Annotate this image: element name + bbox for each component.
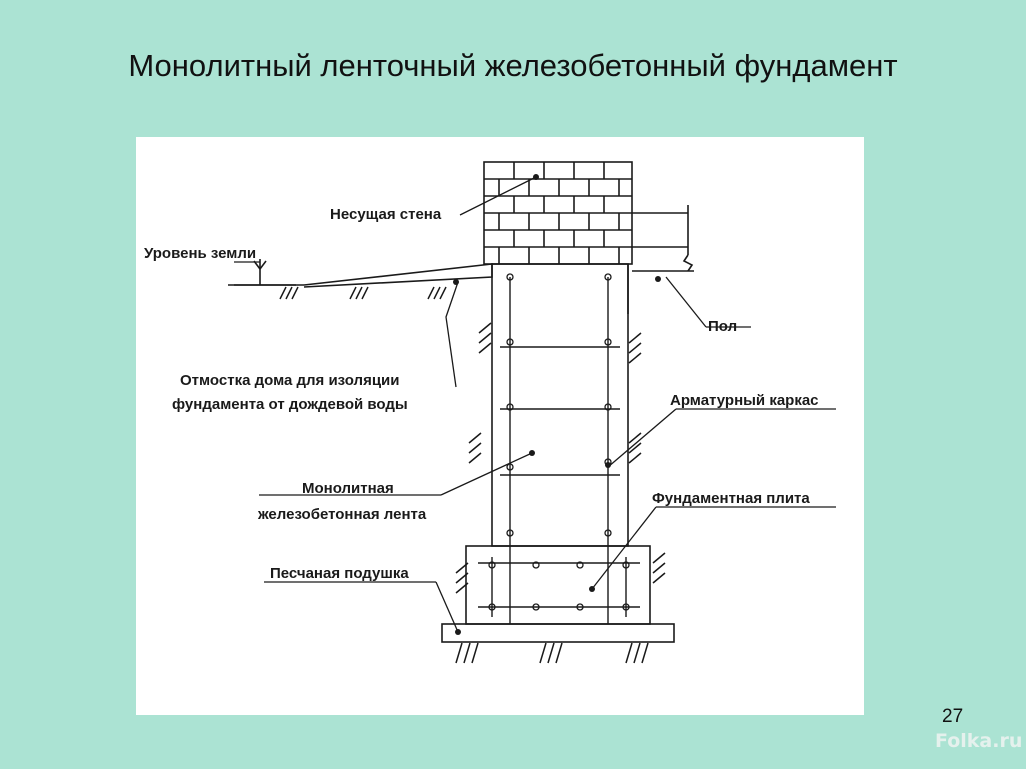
diagram-panel: Несущая стена Уровень земли Пол Отмостка… <box>136 137 864 715</box>
label-blind-area-line1: Отмостка дома для изоляции <box>180 372 400 389</box>
page-number: 27 <box>942 706 964 727</box>
watermark: Folka.ru <box>935 730 1023 752</box>
label-bearing-wall: Несущая стена <box>330 206 442 223</box>
label-blind-area-line2: фундамента от дождевой воды <box>172 396 408 413</box>
leader-dots <box>453 174 661 635</box>
floor-slab <box>627 205 694 314</box>
brick-wall <box>483 161 633 265</box>
label-strip-line1: Монолитная <box>302 480 394 497</box>
rebar-cage <box>478 277 640 624</box>
leader-lines <box>234 176 836 633</box>
label-foundation-slab: Фундаментная плита <box>652 490 810 507</box>
slide-title: Монолитный ленточный железобетонный фунд… <box>128 48 898 83</box>
label-rebar-cage: Арматурный каркас <box>670 392 819 409</box>
label-ground-level: Уровень земли <box>144 245 256 262</box>
foundation-slab <box>441 545 675 643</box>
label-strip-line2: железобетонная лента <box>257 506 427 523</box>
ground-and-blind-area <box>228 259 493 288</box>
foundation-diagram: Несущая стена Уровень земли Пол Отмостка… <box>144 161 836 664</box>
rebar-dots <box>488 273 630 611</box>
label-sand-cushion: Песчаная подушка <box>270 565 409 582</box>
label-floor: Пол <box>708 318 737 335</box>
